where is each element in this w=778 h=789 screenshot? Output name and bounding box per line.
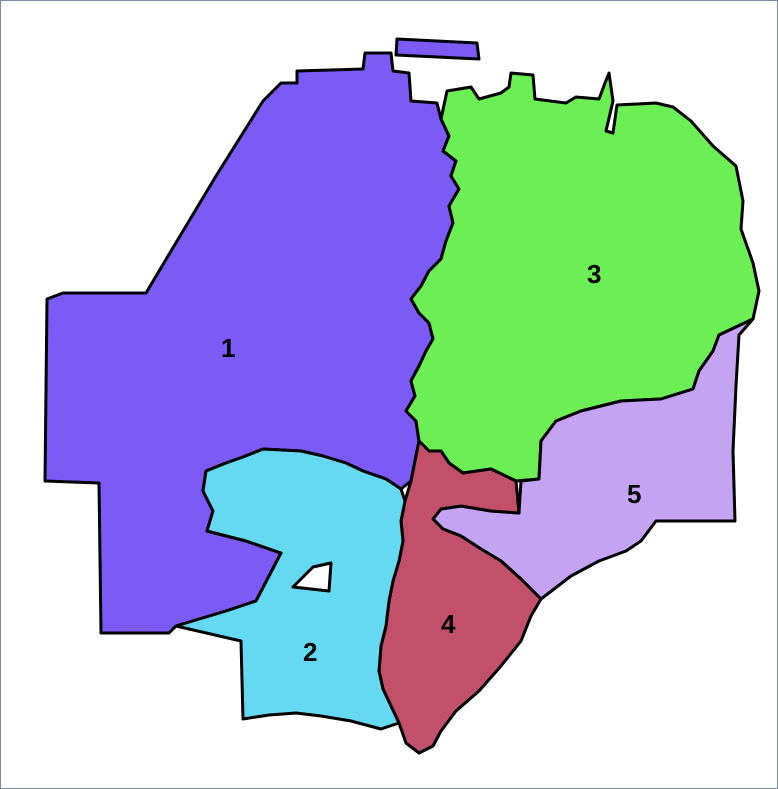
district-3-label: 3	[587, 259, 601, 289]
district-2-region[interactable]	[174, 447, 407, 731]
district-2-enclave-hole	[291, 561, 333, 593]
district-2-label: 2	[303, 637, 317, 667]
district-4-label: 4	[441, 609, 456, 639]
district-5-label: 5	[627, 479, 641, 509]
district-1-label: 1	[221, 333, 235, 363]
district-1-top-sliver[interactable]	[394, 37, 481, 61]
